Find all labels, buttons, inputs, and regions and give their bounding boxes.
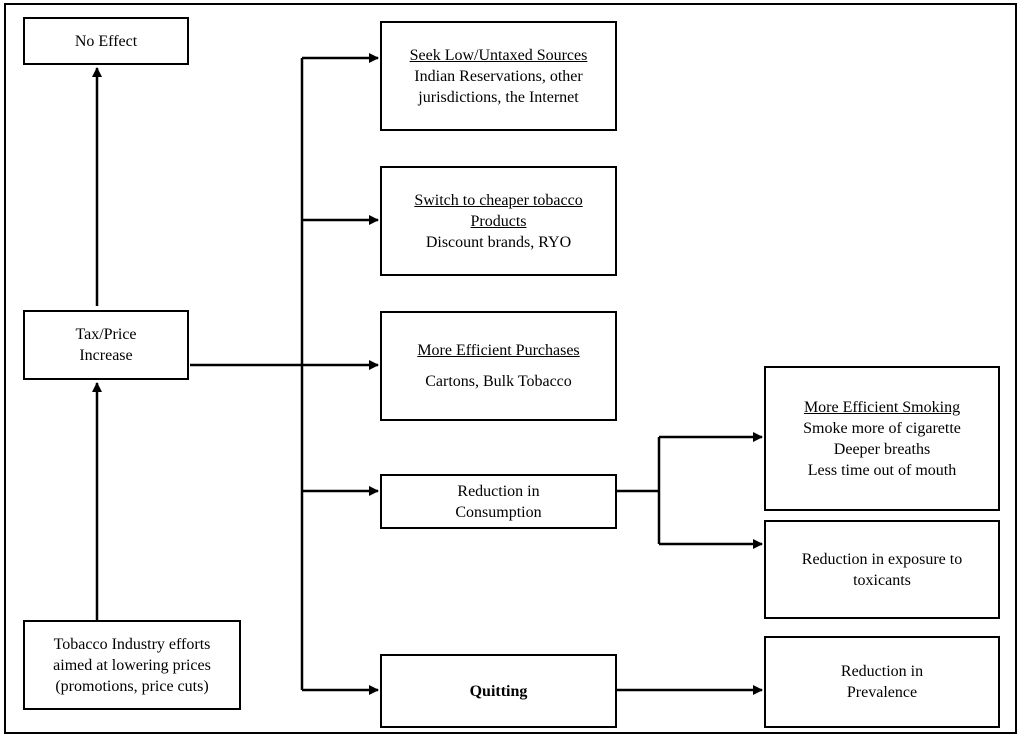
node-reduction-exposure-line1: Reduction in exposure to — [801, 550, 963, 568]
node-reduction-consumption-line1: Reduction in — [457, 482, 540, 500]
node-efficient-smoking: More Efficient Smoking Smoke more of cig… — [764, 366, 1000, 511]
node-no-effect-text: No Effect — [74, 32, 138, 50]
node-reduction-prevalence-line2: Prevalence — [846, 684, 918, 701]
node-industry-line1: Tobacco Industry efforts — [53, 635, 211, 653]
node-reduction-consumption: Reduction in Consumption — [380, 474, 617, 529]
node-seek-sources-title: Seek Low/Untaxed Sources — [409, 46, 588, 64]
node-efficient-smoking-line1: Smoke more of cigarette — [803, 419, 961, 437]
diagram-frame — [4, 3, 1017, 734]
node-quitting-text: Quitting — [469, 682, 528, 700]
node-efficient-purchases-title: More Efficient Purchases — [417, 342, 580, 359]
node-no-effect: No Effect — [23, 17, 189, 65]
node-reduction-prevalence-line1: Reduction in — [840, 663, 924, 680]
node-switch-products-title1: Switch to cheaper tobacco — [414, 191, 583, 209]
node-tax-price-line2: Increase — [79, 347, 133, 364]
node-seek-sources: Seek Low/Untaxed Sources Indian Reservat… — [380, 21, 617, 131]
node-industry-line2: aimed at lowering prices — [53, 656, 211, 674]
node-efficient-smoking-line2: Deeper breaths — [833, 440, 931, 458]
node-efficient-purchases: More Efficient Purchases Cartons, Bulk T… — [380, 311, 617, 421]
node-industry: Tobacco Industry efforts aimed at loweri… — [23, 620, 241, 710]
node-switch-products-title2: Products — [470, 212, 527, 230]
node-tax-price-line1: Tax/Price — [75, 326, 137, 343]
node-switch-products-line1: Discount brands, RYO — [425, 233, 572, 251]
node-efficient-smoking-title: More Efficient Smoking — [803, 398, 961, 416]
node-seek-sources-line2: jurisdictions, the Internet — [418, 88, 579, 106]
node-seek-sources-line1: Indian Reservations, other — [414, 67, 583, 85]
node-reduction-prevalence: Reduction in Prevalence — [764, 636, 1000, 728]
node-switch-products: Switch to cheaper tobacco Products Disco… — [380, 166, 617, 276]
node-quitting: Quitting — [380, 654, 617, 728]
node-tax-price: Tax/Price Increase — [23, 310, 189, 380]
node-reduction-exposure: Reduction in exposure to toxicants — [764, 520, 1000, 619]
node-industry-line3: (promotions, price cuts) — [55, 677, 209, 695]
node-efficient-purchases-line1: Cartons, Bulk Tobacco — [425, 373, 572, 390]
node-reduction-exposure-line2: toxicants — [853, 571, 911, 589]
node-efficient-smoking-line3: Less time out of mouth — [807, 461, 957, 479]
node-reduction-consumption-line2: Consumption — [455, 503, 542, 521]
